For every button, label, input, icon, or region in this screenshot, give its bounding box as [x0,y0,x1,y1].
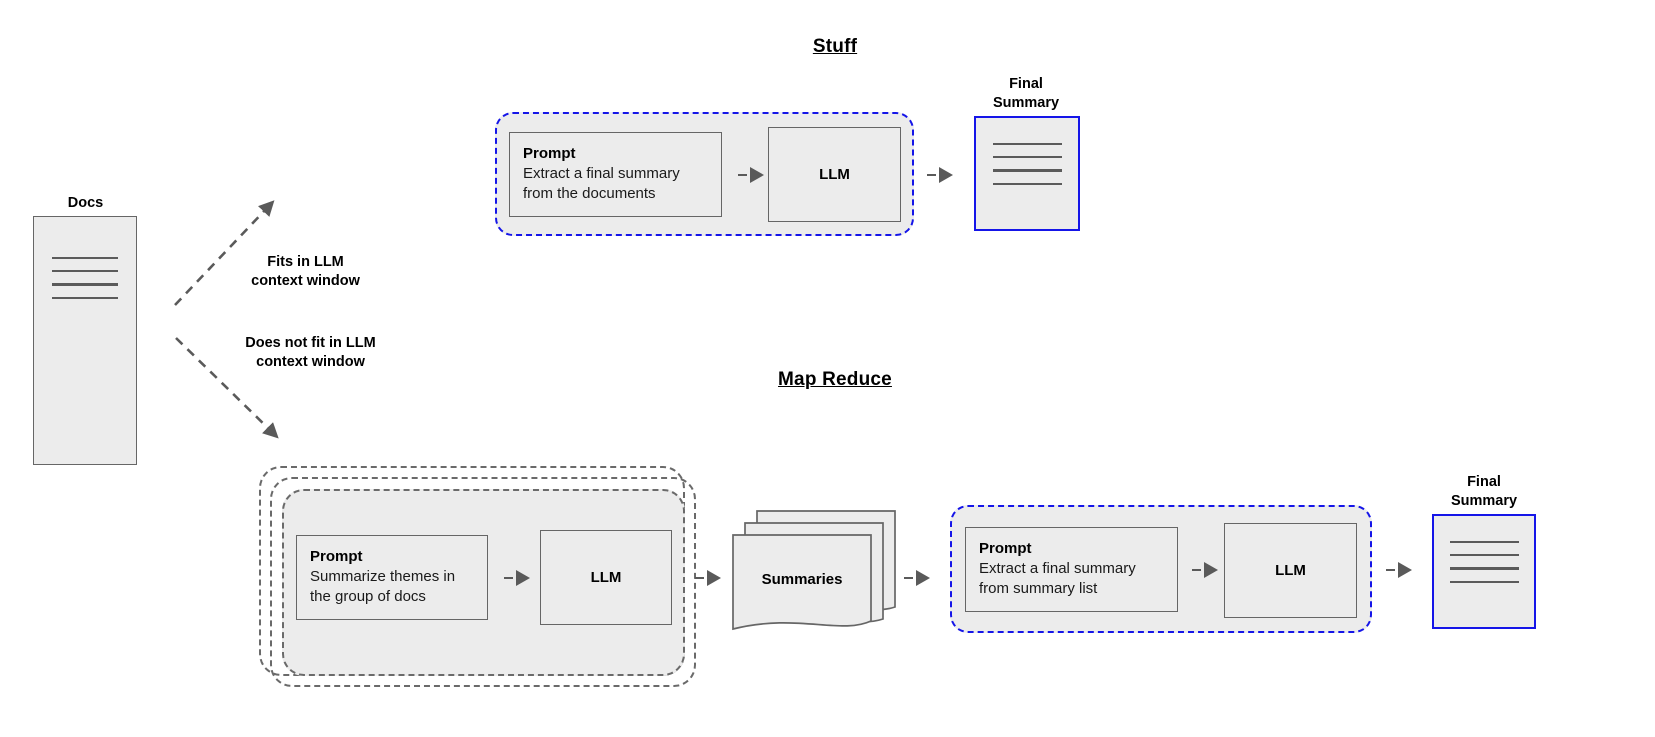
arrow-head-icon [1398,562,1412,578]
arrow-head-icon [707,570,721,586]
arrow-head-icon [916,570,930,586]
stuff-llm-node: LLM [768,127,901,222]
arrow-head-icon [750,167,764,183]
branch-label-not-fits: Does not fit in LLM context window [245,335,376,370]
arrow-head-icon [939,167,953,183]
arrow-shaft [927,174,936,176]
arrow-map-prompt-to-llm [504,570,530,586]
section-title-map-reduce: Map Reduce [778,369,892,390]
docs-line [52,270,118,273]
summary-line [1449,580,1519,583]
stuff-final-summary-doc [974,116,1080,231]
reduce-llm-node: LLM [1224,523,1357,618]
branch-label-fits: Fits in LLM context window [251,254,360,289]
stuff-final-summary-label: Final Summary [992,76,1060,111]
arrow-shaft [695,577,704,579]
section-title-stuff: Stuff [812,36,858,57]
arrow-shaft [1192,569,1201,571]
map-llm-node: LLM [540,530,672,625]
summary-line [992,169,1062,172]
stuff-prompt-node: Prompt Extract a final summary from the … [509,132,722,217]
arrow-head-icon [1204,562,1218,578]
docs-line [52,257,118,260]
arrow-shaft [1386,569,1395,571]
mapreduce-final-summary-label: Final Summary [1450,474,1518,509]
docs-label: Docs [67,195,104,211]
summaries-label: Summaries [761,571,843,588]
arrow-shaft [504,577,513,579]
arrow-stuff-prompt-to-llm [738,167,764,183]
arrow-map-group-to-summaries [695,570,721,586]
arrow-reduce-llm-to-final [1386,562,1412,578]
map-prompt-title: Prompt [310,548,363,565]
arrow-stuff-llm-to-summary [927,167,953,183]
reduce-prompt-node: Prompt Extract a final summary from summ… [965,527,1178,612]
arrow-shaft [904,577,913,579]
summary-line [1449,567,1519,570]
docs-line [52,283,118,286]
arrow-head-icon [516,570,530,586]
stuff-prompt-body: Extract a final summary from the documen… [523,165,680,203]
map-prompt-body: Summarize themes in the group of docs [310,568,456,606]
reduce-prompt-title: Prompt [979,540,1032,557]
stuff-prompt-title: Prompt [523,145,576,162]
docs-stack [33,216,137,465]
mapreduce-final-summary-doc [1432,514,1536,629]
arrow-reduce-prompt-to-llm [1192,562,1218,578]
arrow-shaft [738,174,747,176]
arrow-summaries-to-reduce [904,570,930,586]
summary-line [1449,554,1519,557]
summary-line [1449,541,1519,544]
reduce-prompt-body: Extract a final summary from summary lis… [979,560,1136,598]
summaries-doc-back [756,510,896,611]
map-group-stack-middle [270,477,696,687]
docs-line [52,296,118,299]
map-prompt-node: Prompt Summarize themes in the group of … [296,535,488,620]
summary-line [992,143,1062,146]
summary-line [992,156,1062,159]
summary-line [992,182,1062,185]
